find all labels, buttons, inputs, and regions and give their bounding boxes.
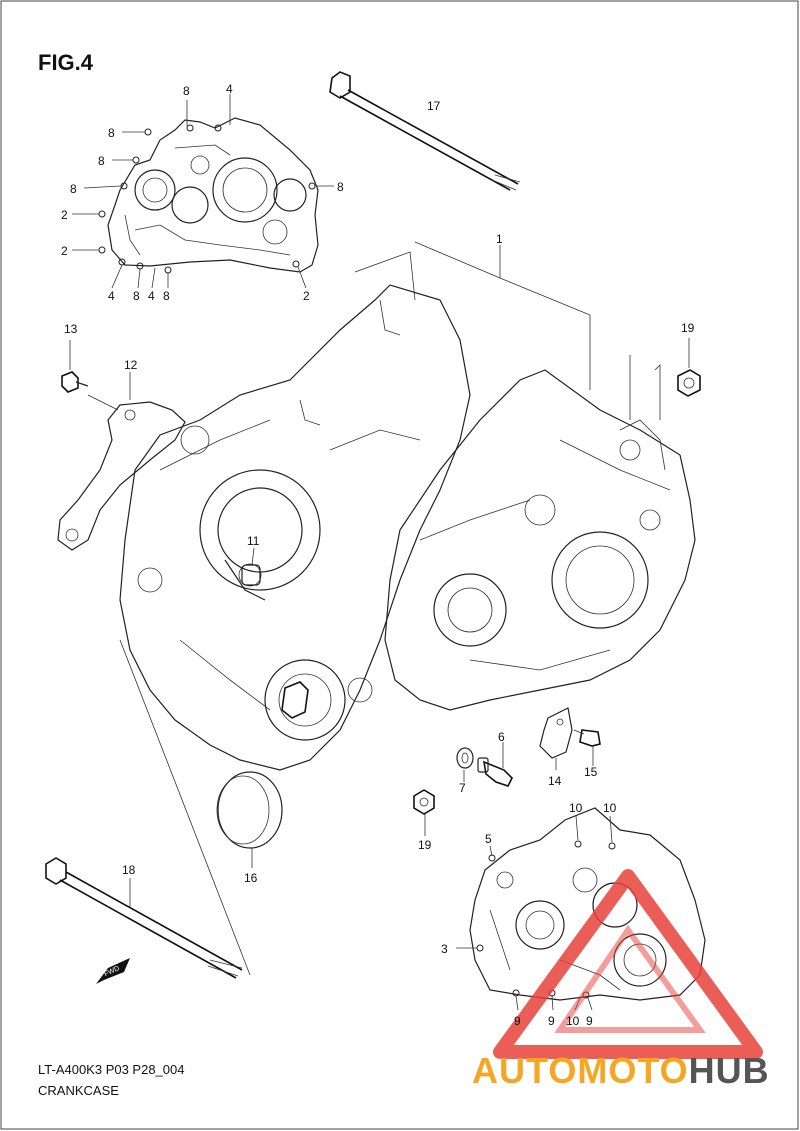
callout-15: 15 [584,765,598,779]
callout-2: 2 [303,289,310,303]
diagram-caption: CRANKCASE [38,1083,119,1098]
callout-10: 10 [569,801,583,815]
callout-9: 9 [586,1014,593,1028]
bracket-12 [57,372,186,551]
main-crankcase [119,241,696,771]
callout-6: 6 [498,730,505,744]
callout-8: 8 [98,154,105,168]
figure-title: FIG.4 [38,50,94,75]
bolt-6 [477,742,513,787]
callout-12: 12 [124,358,138,372]
callout-4: 4 [148,289,155,303]
callout-8: 8 [133,289,140,303]
callout-8: 8 [70,182,77,196]
nut-19-lower [413,789,435,836]
callout-3: 3 [441,942,448,956]
callout-18: 18 [122,863,136,877]
cap-16 [216,771,283,868]
callout-8: 8 [183,84,190,98]
watermark-text: AUTOMOTOHUB [472,1050,770,1092]
callout-11: 11 [247,534,260,548]
bolt-15 [573,729,601,766]
callout-7: 7 [459,781,466,795]
model-code: LT-A400K3 P03 P28_004 [38,1062,185,1077]
callout-19: 19 [681,321,695,335]
forward-arrow-icon [96,958,130,984]
watermark-text-part1: AUTOMOTO [472,1050,689,1091]
callout-14: 14 [548,774,562,788]
callout-17: 17 [427,99,441,113]
bolt-13 [61,340,89,393]
washer-7 [456,747,474,782]
callout-5: 5 [485,832,492,846]
callout-2: 2 [61,244,68,258]
stud-bolt-18 [45,639,251,979]
callout-10: 10 [603,801,617,815]
watermark-logo [493,869,763,1059]
callout-1: 1 [496,232,503,246]
callout-2: 2 [61,208,68,222]
callout-4: 4 [108,289,115,303]
callout-4: 4 [226,82,233,96]
upper-crankcase-inset [72,94,334,289]
callout-16: 16 [244,871,258,885]
nut-19-upper [654,338,701,420]
stud-bolt-17 [329,71,521,191]
plate-14 [539,707,573,770]
callout-8: 8 [163,289,170,303]
callout-13: 13 [64,322,78,336]
callout-labels: 8 4 8 8 8 8 2 2 4 8 4 8 2 17 1 13 12 19 … [61,82,695,1028]
callout-9: 9 [548,1014,555,1028]
callout-9: 9 [514,1014,521,1028]
callout-19: 19 [418,838,432,852]
callout-8: 8 [108,126,115,140]
lower-crankcase-inset [456,807,706,1011]
dowel-11 [241,547,261,586]
callout-8: 8 [337,180,344,194]
callout-10: 10 [566,1014,580,1028]
watermark-text-part2: HUB [688,1050,770,1091]
